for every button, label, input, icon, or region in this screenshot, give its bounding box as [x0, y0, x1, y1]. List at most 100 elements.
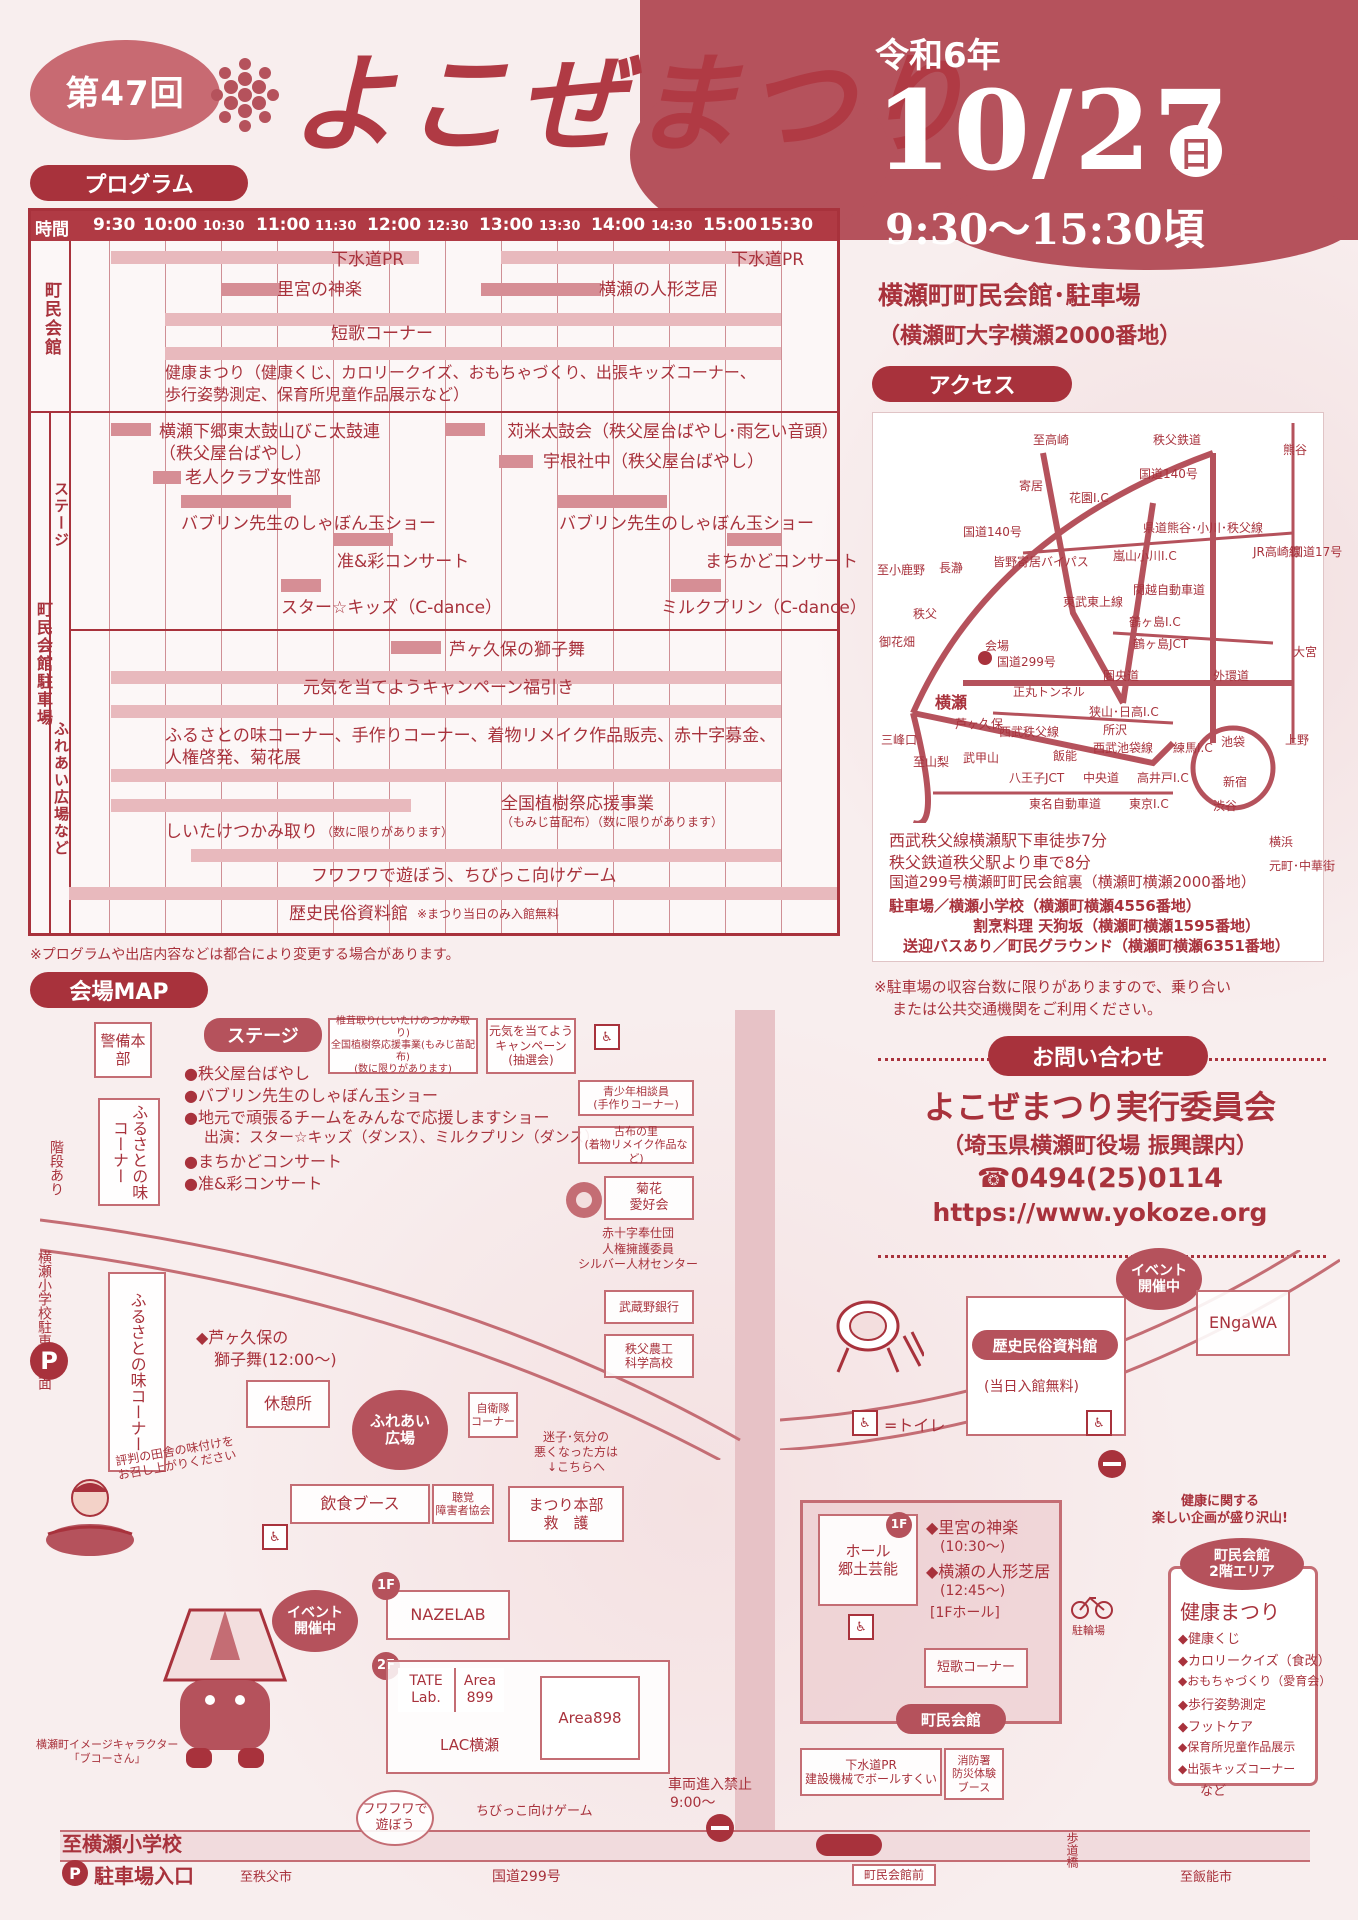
rekishi-free-label: (当日入館無料) — [984, 1379, 1079, 1395]
access-line-2: 秩父鉄道秩父駅より車で8分 — [889, 853, 1091, 872]
toilet-icon: ♿ — [594, 1024, 620, 1050]
map-label: 高井戸I.C — [1137, 771, 1189, 785]
time-1300: 13:00 — [479, 215, 534, 235]
chichibu-nokou-box: 秩父農工 科学高校 — [604, 1334, 694, 1378]
item-roujin: 老人クラブ女性部 — [185, 468, 321, 488]
bar-junaya — [333, 533, 393, 546]
town-hall-tag: 町民会館 — [896, 1704, 1006, 1734]
bicycle-icon — [1071, 1596, 1113, 1619]
map-label: 東京I.C — [1129, 797, 1169, 811]
bar-shokuju — [111, 769, 781, 782]
stage-item: ●まちかどコンサート — [184, 1152, 342, 1171]
contact-url[interactable]: https://www.yokoze.org — [932, 1198, 1268, 1227]
parking-note-2: または公共交通機関をご利用ください。 — [892, 1000, 1163, 1018]
bar-milkpurin — [671, 579, 721, 592]
toilet-legend-label: =トイレ — [884, 1416, 946, 1435]
fuwafuwa-badge: フワフワで 遊ぼう — [356, 1790, 434, 1846]
header-cloud — [630, 0, 1358, 270]
no-vehicle-time: 9:00〜 — [670, 1795, 716, 1811]
vertical-road — [735, 1010, 775, 1840]
grid-line — [501, 241, 502, 933]
stage-tag: ステージ — [204, 1018, 322, 1052]
era-year: 令和6年 — [875, 36, 1001, 76]
item-starkids: スター☆キッズ（C-dance） — [281, 598, 503, 618]
edition-badge: 第47回 — [30, 40, 220, 140]
tate-lab: TATE Lab. — [398, 1668, 454, 1712]
bar-rekishi — [69, 887, 837, 900]
item-furusato-2: 人権啓発、菊花展 — [165, 748, 301, 768]
event-badge-2: イベント 開催中 — [1116, 1248, 1202, 1310]
map-label: 嵐山小川I.C — [1113, 549, 1177, 563]
contact-tel: ☎0494(25)0114 — [976, 1163, 1224, 1194]
gesuido-box: 下水道PR 建設機械でボールすくい — [800, 1748, 942, 1796]
map-label: JR高崎線 — [1253, 545, 1301, 559]
bar-satomiya — [221, 283, 281, 296]
furusato-corner-2-box: ふるさとの味コーナー — [108, 1272, 166, 1472]
stage-item: 出演：スター☆キッズ（ダンス）、ミルクプリン（ダンス） — [204, 1128, 600, 1146]
health-item: ◆健康くじ — [1178, 1632, 1240, 1647]
map-label: 関越自動車道 — [1133, 583, 1206, 597]
section-divider — [49, 411, 51, 933]
fureai-plaza: ふれあい 広場 — [352, 1390, 448, 1470]
map-label: 鶴ヶ島JCT — [1133, 637, 1189, 651]
jieitai-box: 自衛隊 コーナー — [468, 1392, 518, 1438]
map-label: 県道熊谷･小川･秩父線 — [1143, 521, 1264, 535]
program-label: プログラム — [30, 165, 248, 201]
item-milkpurin: ミルクプリン（C-dance） — [661, 598, 867, 618]
dot-flower-icon — [211, 58, 279, 132]
item-bubble-2: バブリン先生のしゃぼん玉ショー — [559, 514, 814, 534]
area-898: Area898 — [540, 1676, 640, 1760]
stage-item: ●秩父屋台ばやし — [184, 1064, 310, 1083]
bar-genki — [111, 671, 781, 684]
time-header-label: 時間 — [35, 220, 69, 240]
tanka-box: 短歌コーナー — [924, 1648, 1028, 1688]
grid-line — [221, 241, 222, 933]
map-label: 熊谷 — [1283, 443, 1308, 457]
grid-line — [69, 241, 71, 933]
item-furusato: ふるさとの味コーナー、手作りコーナー、着物リメイク作品販売、赤十字募金、 — [165, 726, 777, 746]
nazelab-box: NAZELAB — [386, 1590, 510, 1640]
grid-line — [445, 241, 446, 933]
map-label: 国道299号 — [997, 655, 1056, 669]
time-1530: 15:30 — [759, 215, 814, 235]
map-label: 中央道 — [1083, 771, 1120, 785]
shishimai-label: ◆芦ヶ久保の — [196, 1328, 289, 1347]
map-label: 国道17号 — [1291, 545, 1343, 559]
bar-bubble-1 — [181, 495, 291, 508]
map-label: 飯能 — [1053, 749, 1078, 763]
route-299-road — [60, 1830, 1310, 1862]
festival-title: よこぜまつり — [290, 42, 975, 168]
toilet-icon: ♿ — [848, 1614, 874, 1640]
hall-note: [1Fホール] — [930, 1605, 1000, 1621]
access-line-1: 西武秩父線横瀬駅下車徒歩7分 — [889, 831, 1108, 850]
toilet-icon: ♿ — [262, 1524, 288, 1550]
program-table: 時間 9:30 10:00 10:30 11:00 11:30 12:00 12… — [28, 208, 867, 936]
bar-kenko — [165, 347, 781, 360]
shokuju-box: 椎茸取り(しいたけのつかみ取り) 全国植樹祭応援事業(もみじ苗配布) (数に限り… — [328, 1016, 478, 1075]
health-item: など — [1200, 1784, 1227, 1799]
stage-item: ●准&彩コンサート — [184, 1174, 323, 1193]
map-label: 渋谷 — [1213, 799, 1238, 813]
route-299-label: 国道299号 — [492, 1869, 561, 1885]
map-label: 所沢 — [1103, 723, 1128, 737]
item-satomiya: 里宮の神楽 — [277, 280, 362, 300]
bar-machikado — [727, 533, 781, 546]
map-label: 圏央道 — [1103, 669, 1140, 683]
footbridge-label: 歩道橋 — [1065, 1832, 1079, 1868]
hall-2f-badge: 町民会館 2階エリア — [1180, 1538, 1304, 1590]
time-1100: 11:00 — [256, 215, 311, 235]
genki-box: 元気を当てよう キャンペーン (抽選会) — [486, 1018, 576, 1074]
time-1200: 12:00 — [367, 215, 422, 235]
bar-uneshachu — [499, 455, 533, 468]
grid-line — [389, 241, 390, 933]
item-shishimai: 芦ヶ久保の獅子舞 — [449, 640, 585, 660]
item-tanka: 短歌コーナー — [331, 324, 433, 344]
map-label: 鶴ヶ島I.C — [1129, 615, 1181, 629]
parking-entry-icon: P — [62, 1860, 88, 1886]
to-chichibu-label: 至秩父市 — [240, 1870, 293, 1885]
diagonal-road — [40, 1218, 741, 1460]
time-1500: 15:00 — [703, 215, 758, 235]
program-note: ※プログラムや出店内容などは都合により変更する場合があります。 — [30, 947, 460, 963]
character-caption: 横瀬町イメージキャラクター 「ブコーさん」 — [36, 1738, 179, 1766]
item-rekishi: 歴史民俗資料館 — [289, 904, 408, 924]
